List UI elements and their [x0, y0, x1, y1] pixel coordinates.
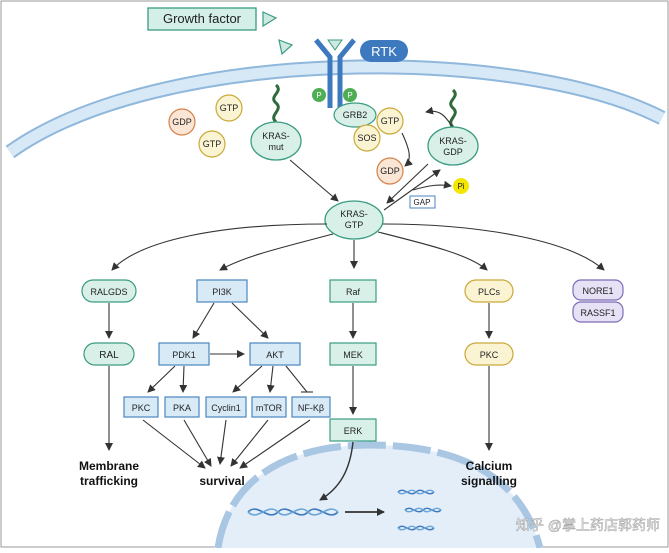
ral-node: RAL	[83, 342, 135, 366]
growth-factor-triangle-icon	[278, 39, 294, 56]
pkc-node: PKC	[123, 396, 159, 418]
phospho-label: P	[347, 91, 352, 100]
kras-gdp-label-line1: KRAS-	[439, 136, 467, 146]
growth-factor-triangle-icon	[262, 11, 278, 28]
kras-mut-label-line2: mut	[268, 142, 284, 152]
gtp-label: GTP	[220, 103, 239, 113]
arrow-icon	[319, 441, 354, 501]
pdk1-node: PDK1	[158, 342, 210, 366]
rassf1-label: RASSF1	[580, 308, 615, 318]
kras-gtp-node: KRAS- GTP	[324, 200, 384, 240]
mek-label: MEK	[343, 350, 363, 360]
calcium-signalling-label-line1: Calcium	[466, 459, 513, 473]
pkc-label: PKC	[132, 403, 151, 413]
pkc2-label: PKC	[480, 350, 499, 360]
kras-gtp-label-line1: KRAS-	[340, 209, 368, 219]
raf-label: Raf	[346, 287, 361, 297]
ral-label: RAL	[99, 350, 119, 361]
branch-arrows	[111, 223, 605, 271]
membrane-trafficking-label-line2: trafficking	[80, 474, 138, 488]
kras-mut-label-line1: KRAS-	[262, 131, 290, 141]
sos-label: SOS	[357, 133, 376, 143]
pkc2-node: PKC	[464, 342, 514, 366]
pi3k-arrows	[142, 302, 313, 469]
gdp-node-left: GDP	[168, 108, 196, 136]
plcs-label: PLCs	[478, 287, 501, 297]
grb2-node: GRB2	[333, 102, 377, 128]
dna-helix-icon	[397, 489, 442, 531]
rassf1-node: RASSF1	[572, 301, 624, 323]
raf-node: Raf	[329, 279, 377, 303]
gtp-node-bottom: GTP	[198, 130, 226, 158]
growth-factor-label-box: Growth factor	[147, 7, 257, 31]
sos-node: SOS	[353, 124, 381, 152]
gtp-node-sos: GTP	[376, 107, 404, 135]
kras-gdp-label-line2: GDP	[443, 147, 463, 157]
akt-node: AKT	[249, 342, 301, 366]
lipid-anchor-icon	[272, 83, 280, 124]
cyclin1-node: Cyclin1	[205, 396, 247, 418]
nfkb-node: NF-Kβ	[291, 396, 331, 418]
growth-factor-label: Growth factor	[163, 11, 242, 26]
phospho-label: P	[316, 91, 321, 100]
erk-label: ERK	[344, 426, 363, 436]
phospho-right: P	[343, 88, 357, 102]
gdp-label: GDP	[172, 117, 192, 127]
pka-node: PKA	[164, 396, 200, 418]
akt-label: AKT	[266, 350, 284, 360]
lipid-anchor-icon	[449, 88, 457, 129]
ralgds-label: RALGDS	[90, 287, 127, 297]
pi3k-label: PI3K	[212, 287, 232, 297]
gap-label: GAP	[414, 198, 431, 207]
mtor-label: mTOR	[256, 403, 283, 413]
nucleus	[214, 441, 544, 549]
erk-node: ERK	[329, 418, 377, 442]
watermark-text: 知乎 @掌上药店郭药师	[516, 517, 660, 533]
phospho-left: P	[312, 88, 326, 102]
mek-node: MEK	[329, 342, 377, 366]
gdp-label: GDP	[380, 166, 400, 176]
gtp-node-top: GTP	[215, 94, 243, 122]
gtp-label: GTP	[203, 139, 222, 149]
ralgds-node: RALGDS	[81, 279, 137, 303]
gap-box: GAP	[409, 195, 436, 209]
mtor-node: mTOR	[251, 396, 287, 418]
kras-gtp-label-line2: GTP	[345, 220, 364, 230]
rtk-label-badge: RTK	[360, 40, 408, 62]
nfkb-label: NF-Kβ	[298, 403, 324, 413]
plcs-node: PLCs	[464, 279, 514, 303]
upper-arrows	[289, 106, 453, 211]
nore1-label: NORE1	[582, 286, 613, 296]
rtk-label: RTK	[371, 44, 397, 59]
kras-mut-node: KRAS- mut	[250, 121, 302, 161]
pi-label: Pi	[457, 182, 464, 191]
nore1-node: NORE1	[572, 279, 624, 301]
survival-label: survival	[199, 474, 244, 488]
calcium-signalling-label-line2: signalling	[461, 474, 517, 488]
gdp-node-right: GDP	[376, 157, 404, 185]
grb2-label: GRB2	[343, 110, 368, 120]
pka-label: PKA	[173, 403, 191, 413]
gtp-label: GTP	[381, 116, 400, 126]
pi-node: Pi	[453, 178, 469, 194]
cyclin1-label: Cyclin1	[211, 403, 241, 413]
kras-gdp-node: KRAS- GDP	[427, 126, 479, 166]
dna-helix-icon	[247, 508, 339, 516]
membrane-trafficking-label-line1: Membrane	[79, 459, 139, 473]
pdk1-label: PDK1	[172, 350, 196, 360]
pi3k-node: PI3K	[196, 279, 248, 303]
rtk-receptor	[314, 38, 356, 108]
